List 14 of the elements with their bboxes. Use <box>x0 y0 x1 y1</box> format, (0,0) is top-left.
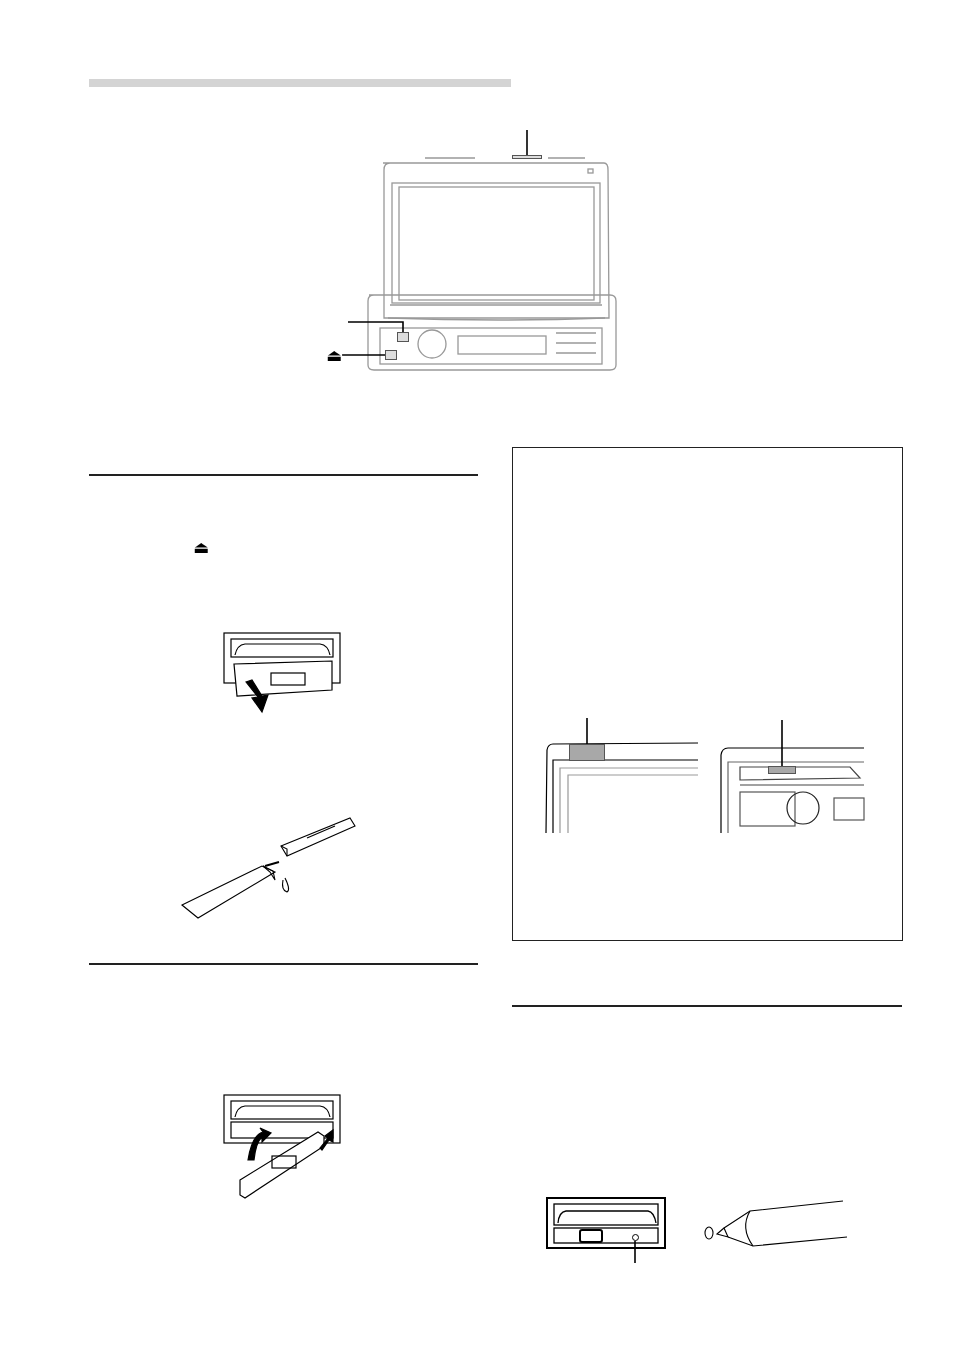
eject-symbol: ⏏ <box>326 346 343 364</box>
leader-line <box>341 354 386 356</box>
eject-symbol: ⏏ <box>193 538 210 556</box>
leader-line <box>634 1240 636 1264</box>
top-panel-part <box>512 155 542 159</box>
eject-button <box>385 350 397 360</box>
shaded-sensor-area <box>768 766 796 774</box>
leader-line <box>586 717 588 745</box>
leader-line <box>781 719 783 767</box>
leader-line <box>526 129 528 156</box>
front-panel-button <box>397 332 409 342</box>
shaded-sensor-area <box>569 744 605 761</box>
leader-line <box>347 321 404 333</box>
reset-hole <box>632 1234 639 1241</box>
